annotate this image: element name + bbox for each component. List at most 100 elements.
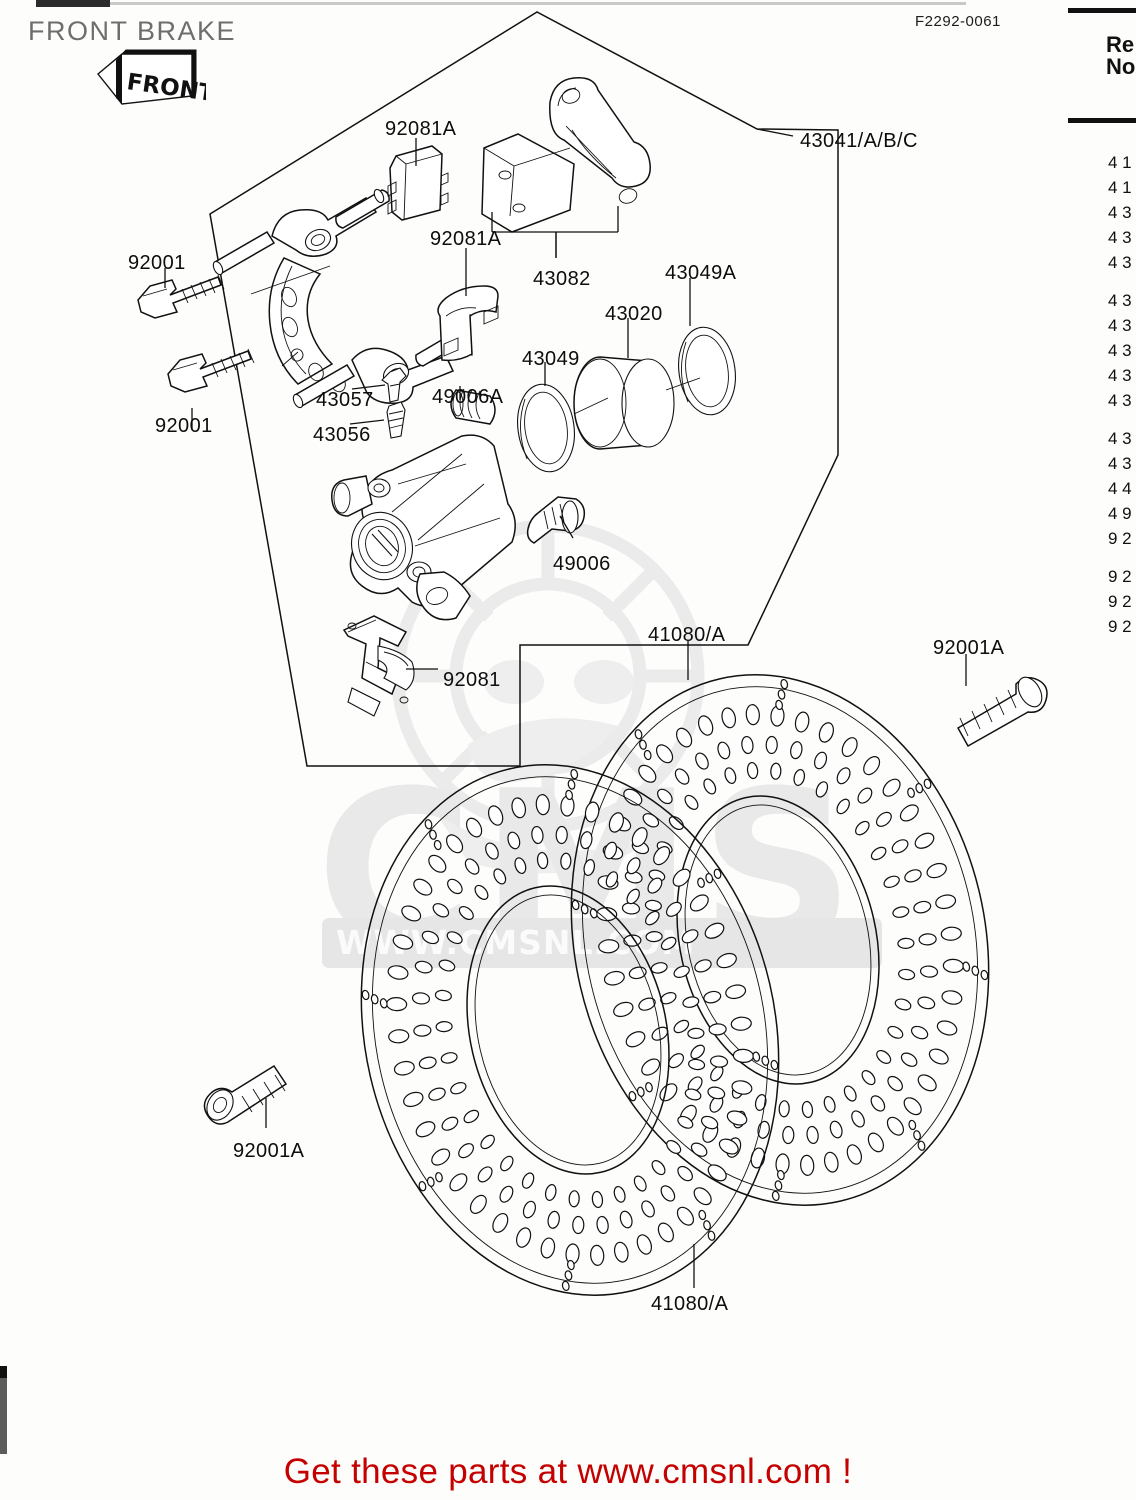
disc-drill-hole	[591, 1190, 604, 1209]
callout-brake-disc[interactable]: 41080/A	[651, 1293, 729, 1315]
disc-drill-hole	[535, 794, 550, 816]
disc-drill-hole	[547, 1210, 560, 1229]
part-92001A-disc-bolt-right	[956, 676, 1048, 748]
disc-drill-hole	[676, 1206, 695, 1226]
disc-drill-hole	[446, 931, 463, 945]
disc-drill-hole	[688, 1058, 706, 1071]
disc-drill-hole	[765, 735, 778, 755]
disc-drill-hole	[894, 998, 912, 1011]
disc-drill-hole	[806, 1125, 819, 1145]
disc-drill-hole	[717, 741, 731, 760]
callout-brake-pads[interactable]: 43082	[533, 268, 591, 290]
disc-drill-hole	[684, 794, 699, 810]
disc-drill-hole	[568, 1190, 580, 1208]
footer-cta[interactable]: Get these parts at www.cmsnl.com !	[283, 1452, 853, 1491]
disc-speckle-hole	[962, 961, 971, 972]
disc-drill-hole	[647, 877, 663, 894]
disc-drill-hole	[707, 1086, 726, 1100]
disc-drill-hole	[493, 868, 507, 885]
callout-piston[interactable]: 43020	[605, 303, 663, 325]
disc-drill-hole	[926, 862, 947, 879]
callout-spring[interactable]: 92081	[443, 669, 501, 691]
disc-drill-hole	[836, 798, 850, 815]
disc-drill-hole	[613, 1185, 626, 1203]
callout-dust-seal[interactable]: 43049A	[665, 262, 737, 284]
disc-speckle-hole	[636, 1086, 645, 1097]
disc-drill-hole	[544, 1184, 557, 1201]
disc-speckle-hole	[703, 1220, 711, 1231]
disc-speckle-hole	[713, 868, 722, 879]
disc-drill-hole	[942, 958, 964, 973]
disc-speckle-hole	[915, 783, 924, 794]
disc-drill-hole	[732, 1048, 754, 1063]
reference-number: 4 3	[1108, 366, 1132, 385]
disc-drill-hole	[815, 781, 829, 798]
callout-boot[interactable]: 49006A	[432, 386, 504, 408]
disc-drill-hole	[721, 707, 737, 729]
reference-number: 4 3	[1108, 341, 1132, 360]
disc-drill-hole	[778, 1100, 790, 1118]
disc-drill-hole	[441, 1116, 459, 1131]
disc-drill-hole	[659, 1083, 678, 1102]
disc-drill-hole	[801, 1100, 814, 1119]
disc-drill-hole	[818, 722, 834, 743]
disc-drill-hole	[590, 1244, 605, 1266]
part-49006-slide-pin	[526, 496, 586, 544]
callout-bleed-valve[interactable]: 43057	[316, 389, 374, 411]
disc-drill-hole	[464, 858, 480, 875]
disc-drill-hole	[657, 788, 673, 805]
callout-shim[interactable]: 92081A	[430, 228, 502, 250]
front-direction-sign: FRONT	[96, 48, 216, 110]
disc-drill-hole	[466, 817, 483, 838]
disc-drill-hole	[928, 1048, 949, 1065]
disc-drill-hole	[401, 905, 422, 922]
callout-bolt[interactable]: 92001	[155, 415, 213, 437]
disc-drill-hole	[432, 903, 450, 918]
disc-drill-hole	[480, 1134, 495, 1150]
callout-shim[interactable]: 92081A	[385, 118, 457, 140]
callout-brake-disc[interactable]: 41080/A	[648, 624, 726, 646]
disc-drill-hole	[421, 930, 440, 945]
callout-disc-bolt[interactable]: 92001A	[233, 1140, 305, 1162]
disc-speckle-hole	[564, 1270, 573, 1281]
disc-drill-hole	[703, 990, 722, 1004]
disc-drill-hole	[672, 868, 691, 887]
disc-drill-hole	[677, 1115, 694, 1129]
disc-drill-hole	[641, 1058, 661, 1076]
disc-speckle-hole	[433, 839, 442, 851]
disc-drill-hole	[910, 1025, 929, 1040]
ref-header-line1: Re	[1106, 32, 1135, 57]
disc-drill-hole	[583, 859, 596, 876]
disc-drill-hole	[507, 831, 521, 850]
disc-drill-hole	[540, 1237, 556, 1259]
disc-drill-hole	[411, 992, 431, 1005]
callout-piston-seal[interactable]: 43049	[522, 348, 580, 370]
reference-number: 4 3	[1108, 291, 1132, 310]
page-title: FRONT BRAKE	[28, 16, 237, 46]
disc-speckle-hole	[565, 789, 573, 801]
part-49006A-slide-boot	[450, 388, 496, 425]
callout-disc-bolt[interactable]: 92001A	[933, 637, 1005, 659]
callout-bleed-cap[interactable]: 43056	[313, 424, 371, 446]
disc-speckle-hole	[752, 1051, 761, 1062]
disc-drill-hole	[415, 1121, 436, 1138]
disc-drill-hole	[814, 751, 828, 770]
disc-drill-hole	[935, 894, 957, 910]
callout-bolt[interactable]: 92001	[128, 252, 186, 274]
disc-drill-hole	[613, 1001, 634, 1018]
disc-speckle-hole	[645, 1082, 653, 1093]
part-92001-bolt-lower	[167, 348, 255, 393]
callout-slide-pin[interactable]: 49006	[553, 553, 611, 575]
disc-drill-hole	[793, 769, 806, 786]
disc-drill-hole	[709, 1055, 729, 1068]
disc-drill-hole	[904, 869, 922, 883]
assembly-group-outline	[209, 11, 839, 767]
callout-caliper-assembly[interactable]: 43041/A/B/C	[800, 130, 918, 152]
part-43020-piston	[573, 356, 675, 450]
disc-speckle-hole	[780, 678, 789, 690]
disc-drill-hole	[449, 1173, 468, 1192]
disc-speckle-hole	[370, 994, 379, 1005]
disc-speckle-hole	[435, 1172, 443, 1183]
disc-speckle-hole	[628, 1091, 637, 1102]
part-43041-caliper-bracket	[212, 188, 470, 409]
